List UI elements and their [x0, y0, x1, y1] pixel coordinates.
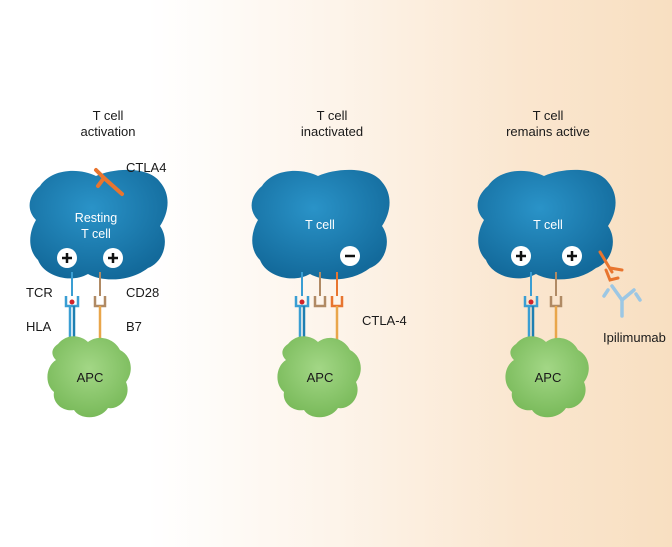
b7-label: B7 — [126, 319, 142, 334]
plus-icon — [511, 246, 531, 266]
ctla4-receptor — [330, 272, 344, 346]
panel-title: T cell inactivated — [262, 108, 402, 140]
panel-title: T cell remains active — [478, 108, 618, 140]
panel-inactivated — [251, 169, 390, 418]
ctla4-label: CTLA4 — [126, 160, 167, 175]
cd28-label: CD28 — [126, 285, 160, 300]
hla-label: HLA — [26, 319, 52, 334]
title-line: remains active — [506, 124, 590, 139]
ctla4-receptor — [94, 168, 124, 196]
plus-icon — [57, 248, 77, 268]
panel-activation — [29, 168, 168, 418]
cell-label-line: Resting — [74, 211, 118, 225]
cd28-b7-complex — [93, 272, 107, 346]
apc-body — [505, 336, 589, 418]
title-line: activation — [80, 124, 136, 139]
ctla4-label: CTLA-4 — [362, 313, 407, 328]
apc-body — [47, 336, 131, 418]
cell-label: T cell — [533, 218, 563, 232]
tcr-hla-complex — [523, 272, 539, 346]
ipilimumab-antibody-icon — [602, 284, 642, 318]
ipilimumab-label: Ipilimumab — [603, 330, 666, 345]
tcr-hla-complex — [64, 272, 80, 346]
panel-title: T cell activation — [38, 108, 178, 140]
cell-label: Resting T cell — [56, 210, 136, 242]
cd28-b7-complex — [549, 272, 563, 346]
apc-label: APC — [534, 370, 562, 385]
title-line: T cell — [92, 108, 124, 123]
plus-icon — [562, 246, 582, 266]
cell-label: T cell — [305, 218, 335, 232]
minus-icon — [340, 246, 360, 266]
apc-label: APC — [76, 370, 104, 385]
ctla4-receptor — [598, 250, 624, 282]
cell-label-line: T cell — [81, 227, 111, 241]
title-line: T cell — [316, 108, 348, 123]
cd28-receptor — [313, 272, 327, 308]
apc-label: APC — [306, 370, 334, 385]
title-line: inactivated — [300, 124, 364, 139]
title-line: T cell — [532, 108, 564, 123]
plus-icon — [103, 248, 123, 268]
tcr-label: TCR — [26, 285, 53, 300]
apc-body — [277, 336, 361, 418]
panel-remains-active — [477, 169, 642, 418]
tcr-hla-complex — [294, 272, 310, 346]
